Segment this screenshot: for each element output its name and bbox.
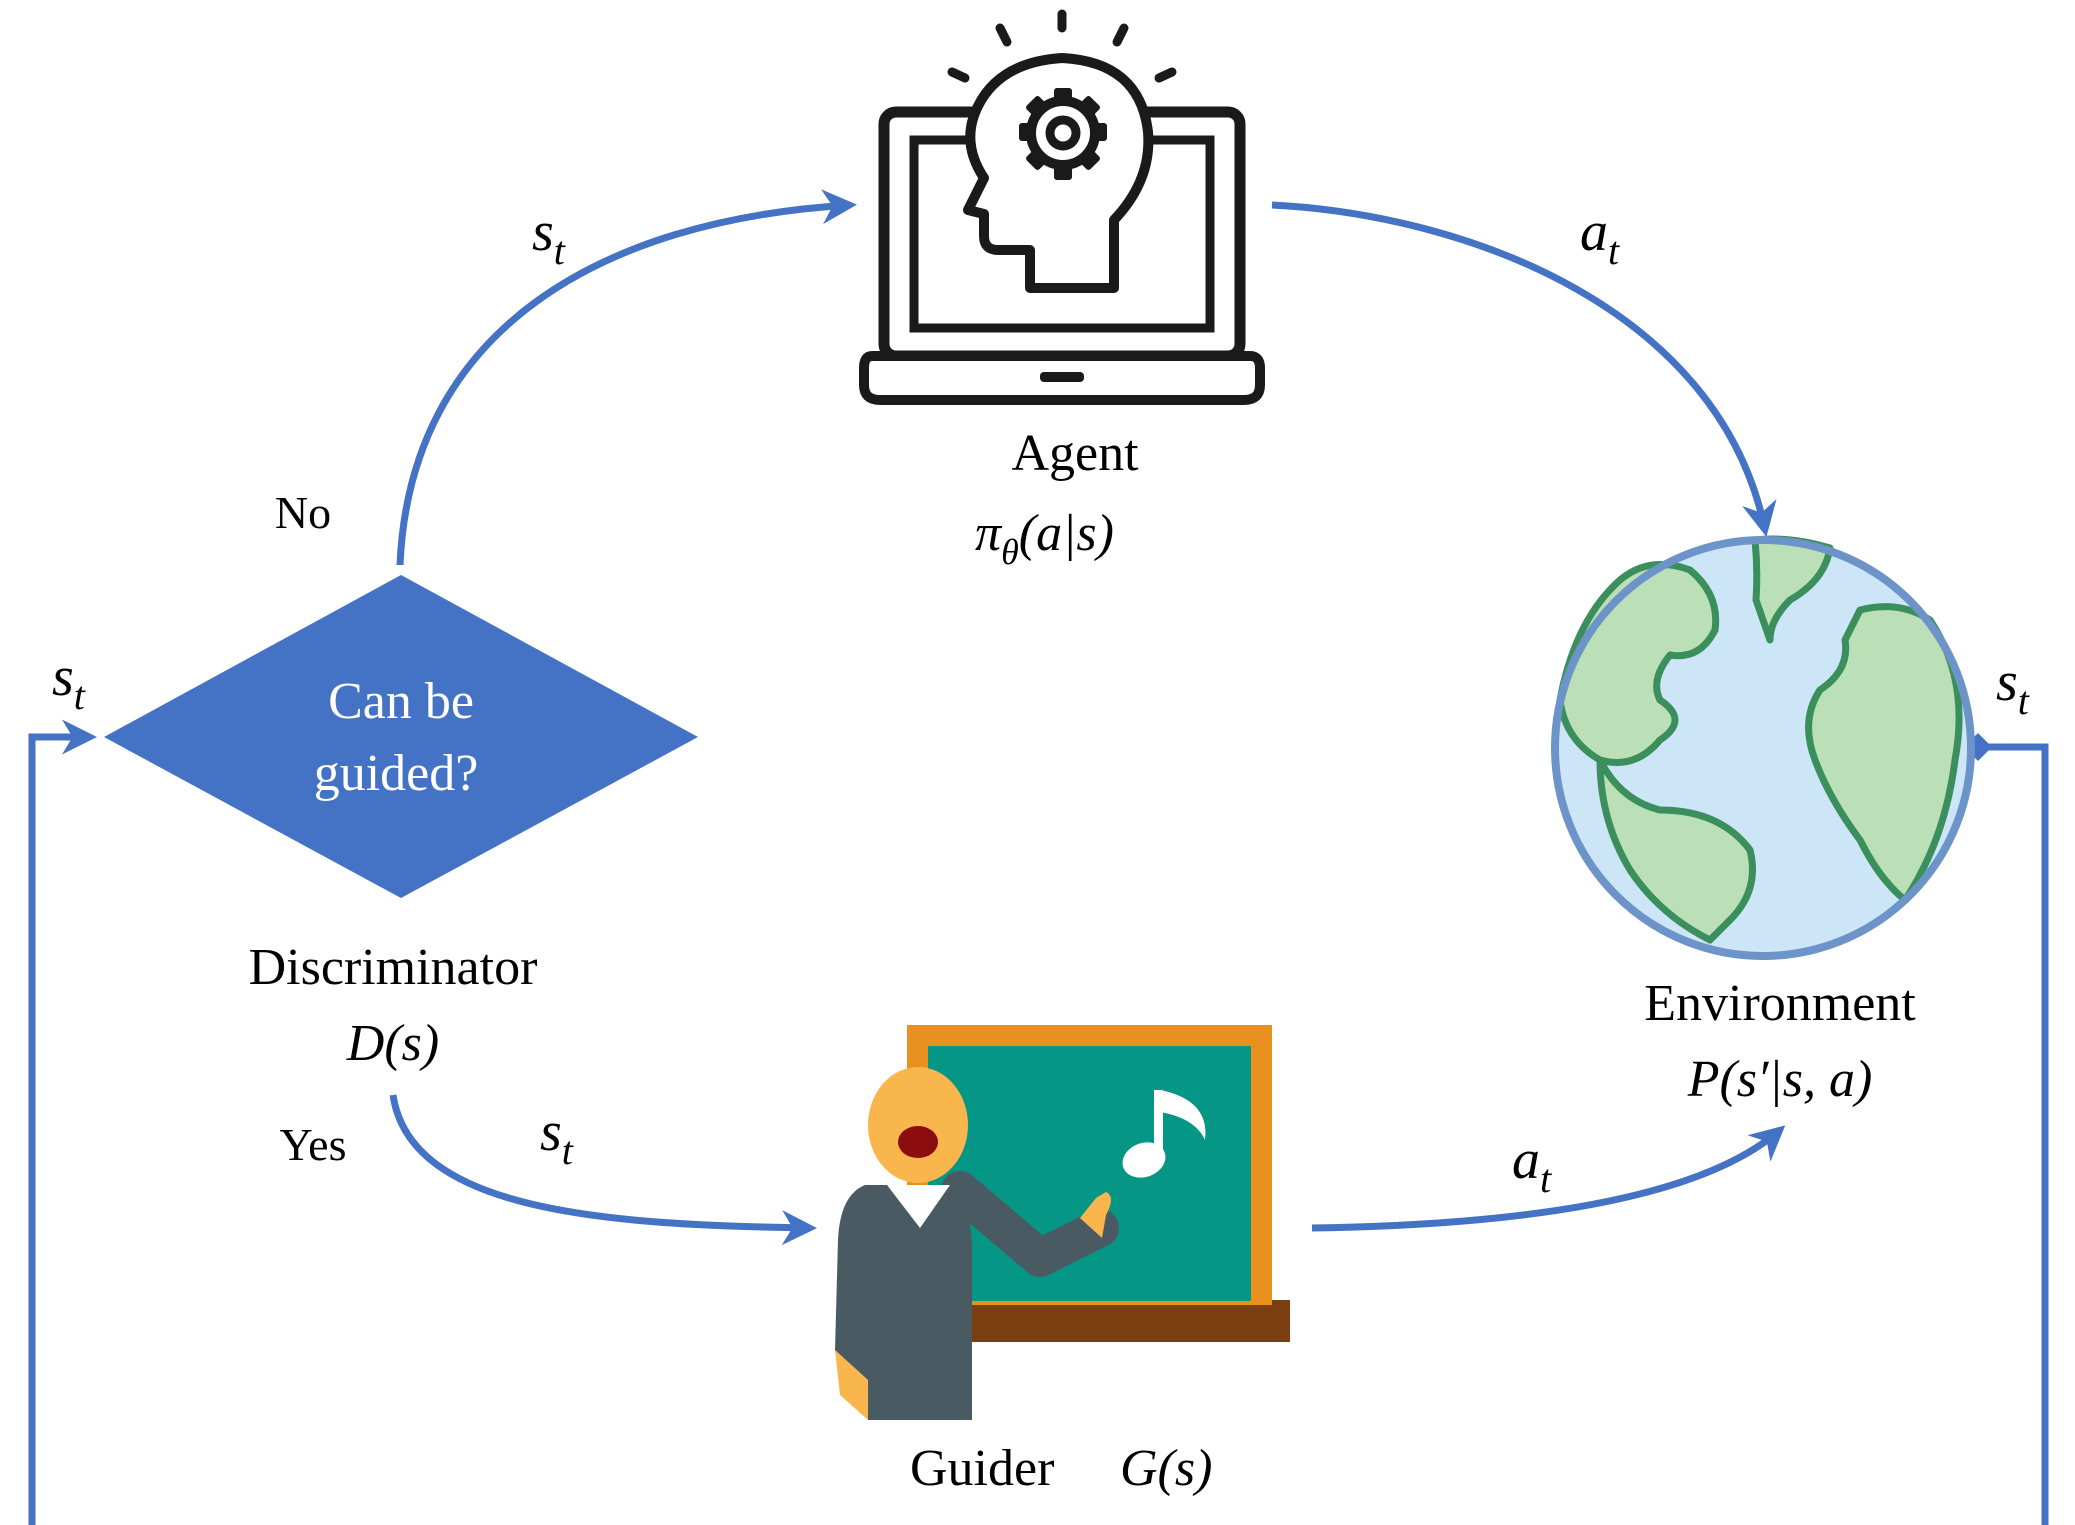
agent-label: Agent xyxy=(1011,425,1139,482)
discriminator-diamond xyxy=(104,575,698,898)
arrow-guider-to-environment xyxy=(1311,1125,1786,1232)
state-base: s xyxy=(540,1101,562,1163)
agent-formula-pi: π xyxy=(975,505,1003,562)
discriminator-label: Discriminator xyxy=(249,939,538,996)
edge-label-action-guider: at xyxy=(1512,1129,1552,1201)
state-subscript: t xyxy=(562,1128,574,1173)
arrow-yes-to-guider xyxy=(389,1094,817,1246)
state-subscript: t xyxy=(554,228,566,273)
arrow-feedback-loop xyxy=(28,719,2049,1525)
idea-rays-icon xyxy=(947,9,1177,83)
globe-icon xyxy=(1551,535,1975,960)
state-subscript: t xyxy=(74,673,86,718)
environment-formula: P(s′|s, a) xyxy=(1687,1051,1873,1108)
music-note-icon xyxy=(1122,1090,1206,1178)
edge-label-state-no-branch: st xyxy=(532,201,566,273)
agent-formula-subscript: θ xyxy=(1001,532,1019,572)
action-base: a xyxy=(1512,1129,1540,1191)
edge-label-state-yes-branch: st xyxy=(540,1101,574,1173)
discriminator-question-line2: guided? xyxy=(314,745,479,802)
edge-label-state-loop-left: st xyxy=(52,646,86,718)
arrow-agent-to-environment xyxy=(1271,201,1777,537)
environment-label: Environment xyxy=(1644,975,1916,1032)
state-subscript: t xyxy=(2018,678,2030,723)
gear-icon xyxy=(1019,88,1107,180)
action-subscript: t xyxy=(1608,228,1620,273)
agent-icon xyxy=(859,9,1265,405)
no-label: No xyxy=(275,487,331,538)
action-subscript: t xyxy=(1540,1156,1552,1201)
state-base: s xyxy=(532,201,554,263)
agent-formula: πθ(a|s) xyxy=(975,505,1114,572)
teacher-blackboard-icon xyxy=(835,1025,1290,1420)
state-base: s xyxy=(52,646,74,708)
discriminator-formula: D(s) xyxy=(346,1015,439,1072)
guider-label: Guider xyxy=(910,1440,1054,1497)
action-base: a xyxy=(1580,201,1608,263)
edge-label-action-agent: at xyxy=(1580,201,1620,273)
yes-label: Yes xyxy=(280,1119,347,1170)
arrow-no-to-agent xyxy=(396,189,857,566)
edge-label-state-loop-right: st xyxy=(1996,651,2030,723)
guider-formula: G(s) xyxy=(1120,1440,1212,1497)
state-base: s xyxy=(1996,651,2018,713)
discriminator-question-line1: Can be xyxy=(328,673,474,730)
agent-formula-args: (a|s) xyxy=(1019,505,1114,562)
